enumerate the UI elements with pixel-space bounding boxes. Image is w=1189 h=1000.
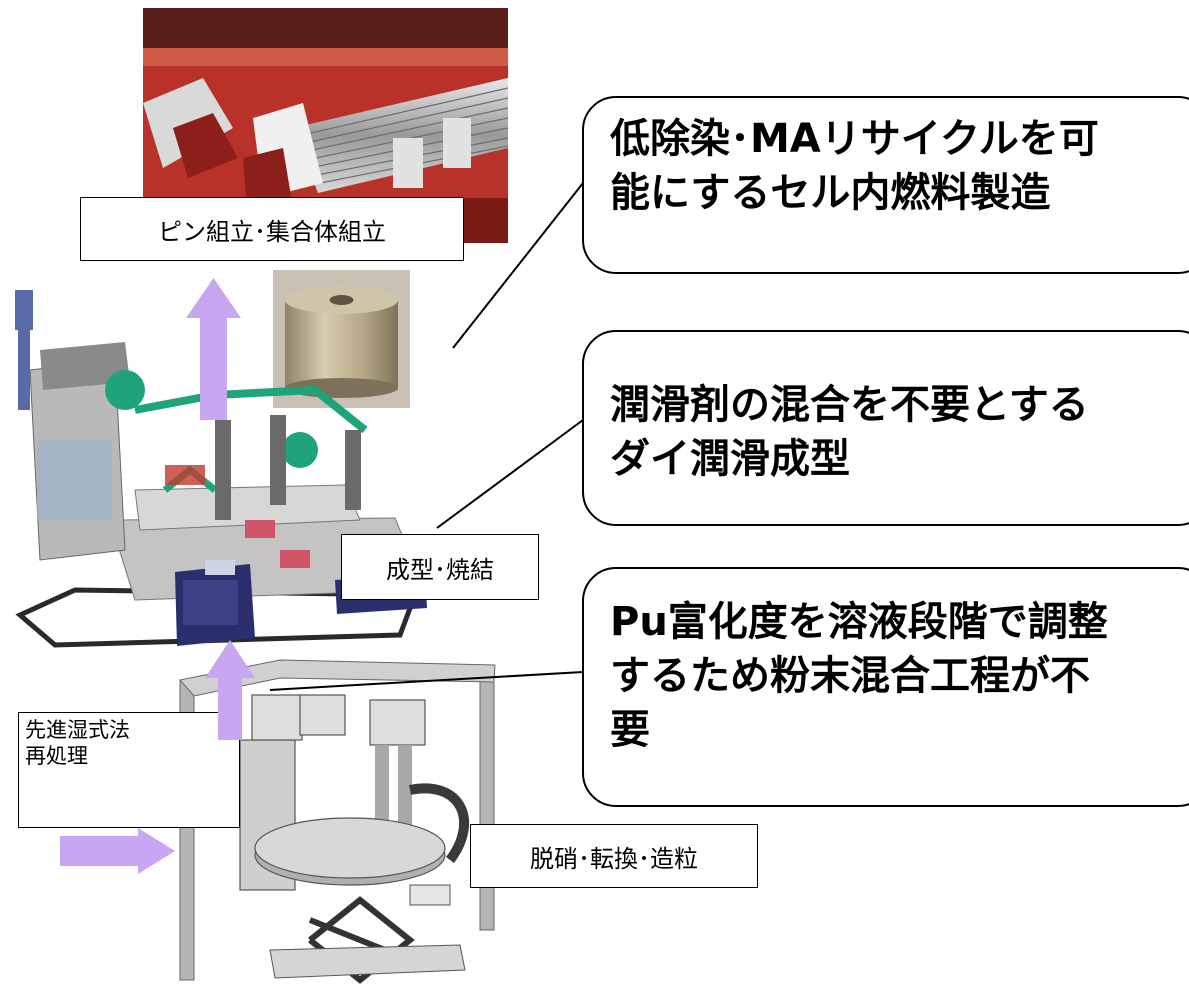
forming-sintering-label: 成型･焼結 (341, 534, 539, 600)
denitration-machine (179, 659, 496, 984)
denitration-label: 脱硝･転換･造粒 (470, 824, 758, 888)
reprocessing-label: 先進湿式法 再処理 (18, 712, 240, 828)
die-lubrication-callout: 潤滑剤の混合を不要とする ダイ潤滑成型 (582, 330, 1189, 526)
up-arrow-icon (186, 278, 241, 420)
cell-fuel-callout: 低除染･MAリサイクルを可 能にするセル内燃料製造 (582, 96, 1189, 274)
up-arrow-icon (205, 640, 255, 740)
pin-assembly-label: ピン組立･集合体組立 (80, 197, 464, 261)
pu-enrichment-callout: Pu富化度を溶液段階で調整 するため粉末混合工程が不 要 (582, 567, 1189, 807)
right-arrow-icon (60, 828, 175, 874)
fuel-pellet-photo (273, 270, 410, 408)
